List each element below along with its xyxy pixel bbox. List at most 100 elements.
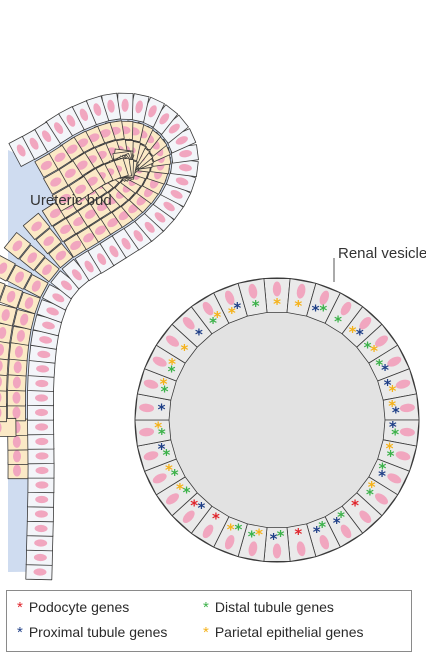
nucleus	[1, 309, 10, 322]
distal-marker-icon: *	[158, 425, 166, 443]
nucleus	[148, 105, 157, 118]
nucleus	[97, 253, 107, 265]
nucleus	[93, 103, 102, 116]
podocyte-star-icon: *	[17, 599, 23, 616]
nucleus	[170, 190, 183, 199]
nucleus	[54, 152, 66, 162]
nucleus	[24, 297, 34, 309]
parietal-marker-icon: *	[368, 478, 376, 496]
legend-label: Proximal tubule genes	[28, 624, 168, 640]
nucleus	[84, 209, 96, 219]
parietal-marker-icon: *	[228, 304, 236, 322]
nucleus	[39, 336, 53, 344]
nucleus	[46, 307, 59, 316]
distal-marker-icon: *	[319, 301, 327, 319]
nucleus	[20, 313, 29, 326]
nucleus	[35, 481, 49, 489]
renal-vesicle-label: Renal vesicle	[338, 245, 426, 262]
nucleus	[16, 144, 26, 157]
nucleus	[76, 160, 88, 170]
nucleus	[12, 406, 21, 419]
legend-item-distal: *Distal tubule genes	[203, 599, 334, 616]
legend-item-parietal: * Parietal epithelial genes	[203, 624, 364, 641]
nucleus	[143, 379, 159, 389]
nucleus	[387, 356, 402, 367]
proximal-marker-icon: *	[197, 499, 205, 517]
parietal-marker-icon: *	[388, 382, 396, 400]
nucleus	[175, 136, 188, 145]
parietal-marker-icon: *	[168, 355, 176, 373]
distal-marker-icon: *	[387, 447, 395, 465]
nucleus	[35, 495, 49, 504]
distal-marker-icon: *	[277, 527, 285, 545]
distal-marker-icon: *	[337, 508, 345, 526]
legend-label: Parietal epithelial genes	[214, 624, 364, 640]
nucleus	[340, 524, 352, 539]
nucleus	[70, 240, 82, 251]
proximal-marker-icon: *	[195, 325, 203, 343]
nucleus	[66, 114, 76, 127]
nucleus	[41, 130, 52, 143]
parietal-star-icon: *	[203, 624, 209, 641]
nucleus	[107, 99, 115, 113]
proximal-marker-icon: *	[312, 302, 320, 320]
nucleus	[0, 326, 7, 339]
parietal-marker-icon: *	[165, 461, 173, 479]
nucleus	[248, 541, 258, 557]
nucleus	[14, 345, 23, 358]
parietal-marker-icon: *	[273, 295, 281, 313]
nucleus	[202, 301, 214, 316]
cap-mesenchyme	[0, 120, 172, 480]
mesenchyme-cell	[0, 372, 8, 392]
nucleus	[60, 280, 73, 291]
nucleus	[52, 293, 65, 303]
nucleus	[13, 464, 21, 477]
nucleus	[166, 493, 179, 505]
nucleus	[35, 466, 49, 475]
nucleus	[0, 262, 8, 274]
legend-label: Podocyte genes	[28, 599, 130, 615]
distal-marker-icon: *	[318, 518, 326, 536]
nucleus	[121, 98, 129, 112]
proximal-marker-icon: *	[233, 299, 241, 317]
nucleus	[14, 271, 25, 283]
nucleus	[375, 493, 388, 505]
nucleus	[319, 535, 330, 550]
nucleus	[109, 245, 119, 258]
nucleus	[202, 524, 214, 539]
nucleus	[139, 427, 155, 437]
podocyte-marker-icon: *	[190, 497, 198, 515]
nucleus	[37, 350, 51, 359]
mesenchyme-cell	[0, 356, 9, 377]
nucleus	[87, 133, 100, 143]
nucleus	[34, 510, 48, 518]
nucleus	[13, 361, 22, 374]
parietal-marker-icon: *	[180, 341, 188, 359]
nucleus	[359, 316, 372, 330]
proximal-marker-icon: *	[356, 325, 364, 343]
nucleus	[76, 138, 89, 148]
nucleus	[31, 221, 42, 232]
distal-marker-icon: *	[252, 297, 260, 315]
nucleus	[43, 236, 54, 246]
vesicle-lumen	[170, 313, 384, 527]
nucleus	[182, 316, 195, 330]
parietal-marker-icon: *	[176, 480, 184, 498]
nucleus	[79, 108, 89, 121]
nucleus	[42, 321, 55, 330]
nucleus	[133, 230, 144, 242]
parietal-marker-icon: *	[349, 323, 357, 341]
distal-marker-icon: *	[391, 426, 399, 444]
nucleus	[35, 437, 49, 446]
ureteric-bud-label: Ureteric bud	[30, 192, 112, 209]
parietal-marker-icon: *	[154, 419, 162, 437]
distal-marker-icon: *	[171, 466, 179, 484]
nucleus	[359, 510, 372, 524]
nucleus	[166, 335, 179, 347]
nucleus	[6, 290, 16, 303]
mesenchyme-cell	[0, 281, 6, 300]
nucleus	[35, 379, 49, 388]
nucleus	[71, 269, 82, 281]
distal-marker-icon: *	[183, 484, 191, 502]
